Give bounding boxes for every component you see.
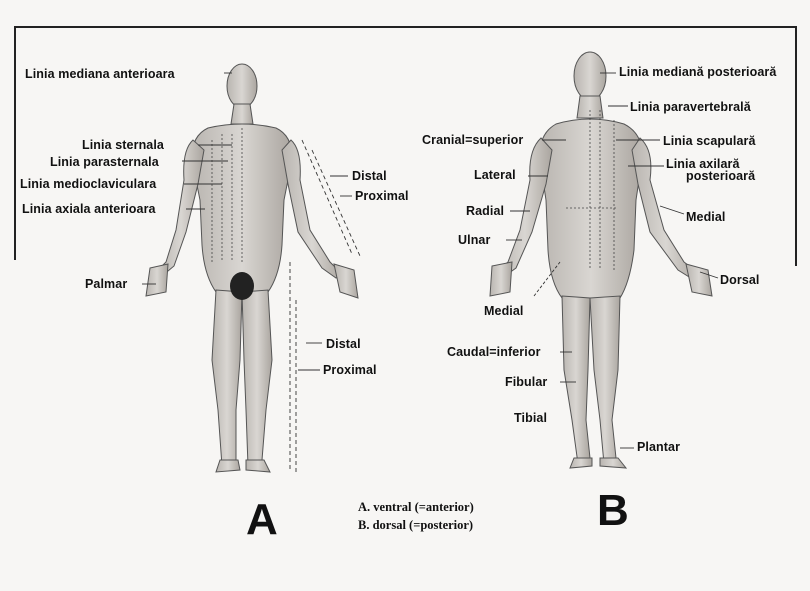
- label-medial-arm: Medial: [686, 210, 726, 224]
- label-ulnar: Ulnar: [458, 233, 490, 247]
- caption-dorsal: B. dorsal (=posterior): [358, 518, 473, 533]
- label-plantar: Plantar: [637, 440, 680, 454]
- label-midclavicular-line: Linia medioclaviculara: [20, 177, 156, 191]
- label-radial: Radial: [466, 204, 504, 218]
- label-paravertebral-line: Linia paravertebrală: [630, 100, 751, 114]
- label-anterior-axillary-line: Linia axiala anterioara: [22, 202, 156, 216]
- label-palmar: Palmar: [85, 277, 127, 291]
- label-proximal-arm: Proximal: [355, 189, 409, 203]
- label-distal-arm: Distal: [352, 169, 387, 183]
- label-caudal-inferior: Caudal=inferior: [447, 345, 541, 359]
- label-fibular: Fibular: [505, 375, 547, 389]
- label-posterior-axillary-line-2: posterioară: [686, 169, 755, 183]
- label-parasternal-line: Linia parasternala: [50, 155, 159, 169]
- figure-a-body: [146, 64, 358, 472]
- label-sternal-line: Linia sternala: [82, 138, 164, 152]
- label-cranial-superior: Cranial=superior: [422, 133, 523, 147]
- label-proximal-leg: Proximal: [323, 363, 377, 377]
- label-median-anterior-line: Linia mediana anterioara: [25, 67, 175, 81]
- figure-a-letter: A: [246, 495, 278, 545]
- label-tibial: Tibial: [514, 411, 547, 425]
- label-distal-leg: Distal: [326, 337, 361, 351]
- label-dorsal: Dorsal: [720, 273, 760, 287]
- figure-b-letter: B: [597, 486, 629, 536]
- label-median-posterior-line: Linia mediană posterioară: [619, 65, 776, 79]
- figure-b-body: [490, 52, 712, 468]
- label-lateral: Lateral: [474, 168, 516, 182]
- label-medial-leg: Medial: [484, 304, 524, 318]
- caption-ventral: A. ventral (=anterior): [358, 500, 474, 515]
- label-scapular-line: Linia scapulară: [663, 134, 756, 148]
